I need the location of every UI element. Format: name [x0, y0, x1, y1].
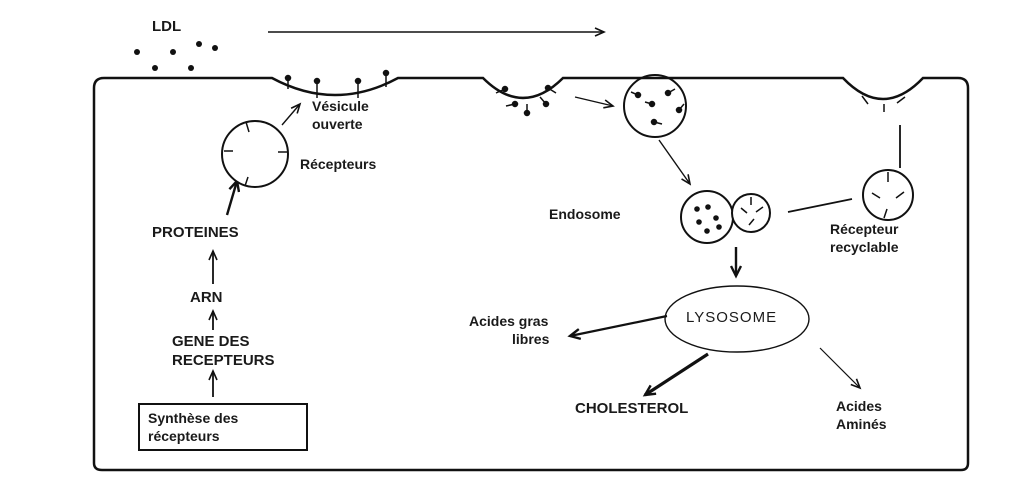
acides-amines-label-line2: Aminés [836, 416, 887, 433]
acides-amines-label-line1: Acides [836, 398, 882, 415]
arrow-to-open-vesicle [282, 104, 300, 125]
lysosome-label: LYSOSOME [686, 309, 777, 327]
synthese-label-line1: Synthèse des [148, 410, 238, 427]
synthese-box: Synthèse des récepteurs [138, 403, 308, 451]
arrow-vesicle-to-endosome [659, 140, 690, 184]
gene-label-line2: RECEPTEURS [172, 352, 275, 370]
proteines-label: PROTEINES [152, 224, 239, 242]
acides-gras-label-line2: libres [512, 331, 549, 348]
arrow-to-fatty-acids [570, 316, 667, 336]
vesicule-ouverte-label-line2: ouverte [312, 116, 363, 133]
recepteurs-label: Récepteurs [300, 156, 376, 173]
gene-label-line1: GENE DES [172, 333, 250, 351]
recepteur-recyclable-label-line2: recyclable [830, 239, 899, 256]
cholesterol-label: CHOLESTEROL [575, 400, 688, 418]
ldl-label: LDL [152, 18, 181, 36]
arrow-proteines-to-receptors [227, 181, 237, 215]
synthese-label-line2: récepteurs [148, 428, 220, 445]
ldl-particles [134, 41, 218, 71]
receptor-vesicle [222, 121, 288, 187]
arrow-pit-to-vesicle [575, 97, 613, 106]
arrow-to-amino-acids [820, 348, 860, 388]
endosome-label: Endosome [549, 206, 621, 223]
endosome-compartment [681, 191, 770, 243]
vesicule-ouverte-label-line1: Vésicule [312, 98, 369, 115]
coated-vesicle [624, 75, 686, 137]
recycle-link-endosome [788, 199, 852, 212]
recepteur-recyclable-label-line1: Récepteur [830, 221, 898, 238]
coated-pit-ldl [496, 86, 556, 116]
arrow-to-cholesterol [645, 354, 708, 395]
acides-gras-label-line1: Acides gras [469, 313, 548, 330]
arn-label: ARN [190, 289, 223, 307]
recycling-vesicle [863, 170, 913, 220]
